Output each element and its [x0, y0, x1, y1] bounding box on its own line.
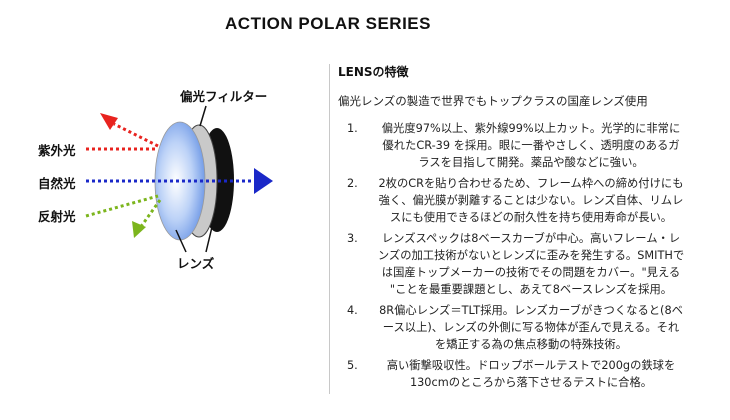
lens-feature-number: 4.	[347, 304, 358, 317]
filter-pointer-line	[199, 105, 207, 127]
lens-feature-line: レンズスペックは8ベースカーブが中心。高いフレーム・レ	[381, 232, 681, 245]
lens-feature-item: 4. 8R偏心レンズ＝TLT採用。レンズカーブがきつくなると(8ベース以上)、レン…	[347, 302, 693, 353]
lens-label: レンズ	[177, 256, 215, 271]
lens-feature-line: 優れたCR-39 を採用。眼に一番やさしく、透明度のあるガ	[382, 139, 680, 152]
lens-features-heading: LENSの特徴	[338, 65, 409, 79]
natural-light-arrowhead	[254, 168, 273, 194]
lens-feature-item: 5. 高い衝撃吸収性。ドロップボールテストで200gの鉄球を 130cmのところから…	[347, 357, 693, 391]
lens-feature-text: 8R偏心レンズ＝TLT採用。レンズカーブがきつくなると(8ベース以上)、レンズの…	[369, 302, 693, 353]
lens-feature-text: 偏光度97%以上、紫外線99%以上カット。光学的に非常に優れたCR-39 を採用…	[369, 120, 693, 171]
lens-feature-number: 3.	[347, 232, 358, 245]
reflected-light-label: 反射光	[38, 209, 76, 224]
lens-feature-line: 偏光度97%以上、紫外線99%以上カット。光学的に非常に	[381, 122, 681, 135]
front-lens	[154, 121, 206, 241]
lens-intro-text: 偏光レンズの製造で世界でもトップクラスの国産レンズ使用	[338, 94, 648, 108]
lens-feature-line: 130cmのところから落下させるテストに合格。	[409, 376, 653, 389]
lens-illustration	[85, 105, 273, 253]
lens-feature-line: を矯正する為の焦点移動の特殊技術。	[434, 338, 628, 351]
lens-feature-line: 強く、偏光膜が剥離することは少ない。レンズ自体、リムレ	[378, 194, 684, 207]
lens-feature-line: ラスを目指して開発。薬品や酸などに強い。	[418, 156, 644, 169]
polarized-lens-diagram: 偏光フィルター 紫外光 自然光 反射光 レンズ	[30, 80, 300, 280]
lens-pointer-line-left	[175, 229, 187, 253]
uv-light-label: 紫外光	[38, 143, 76, 158]
reflected-light-arrowhead	[132, 221, 146, 238]
lens-feature-line: ンズの加工技術がないとレンズに歪みを発生する。SMITHで	[377, 249, 685, 262]
page-title: ACTION POLAR SERIES	[225, 14, 431, 33]
lens-feature-number: 5.	[347, 359, 358, 372]
lens-feature-item: 1. 偏光度97%以上、紫外線99%以上カット。光学的に非常に優れたCR-39 を…	[347, 120, 693, 171]
uv-light-arrowhead	[100, 113, 118, 130]
lens-feature-line: は国産トップメーカーの技術でその問題をカバー。"見える	[381, 266, 681, 279]
lens-feature-line: "ことを最重要課題とし、あえて8ベースレンズを採用。	[389, 283, 673, 296]
lens-feature-line: 8R偏心レンズ＝TLT採用。レンズカーブがきつくなると(8ベ	[379, 304, 683, 317]
lens-feature-number: 1.	[347, 122, 358, 135]
reflected-light-arrow-in	[85, 194, 159, 218]
lens-feature-text: 高い衝撃吸収性。ドロップボールテストで200gの鉄球を 130cmのところから落下…	[369, 357, 693, 391]
lens-feature-line: ース以上)、レンズの外側に写る物体が歪んで見える。それ	[382, 321, 680, 334]
lens-features-list: 1. 偏光度97%以上、紫外線99%以上カット。光学的に非常に優れたCR-39 を…	[347, 120, 693, 395]
lens-pointer-line-right	[205, 226, 213, 253]
lens-feature-item: 3. レンズスペックは8ベースカーブが中心。高いフレーム・レンズの加工技術がないと…	[347, 230, 693, 298]
lens-feature-text: レンズスペックは8ベースカーブが中心。高いフレーム・レンズの加工技術がないとレン…	[369, 230, 693, 298]
lens-feature-text: 2枚のCRを貼り合わせるため、フレーム枠への締め付けにも強く、偏光膜が剥離するこ…	[369, 175, 693, 226]
uv-light-arrow-out	[113, 122, 159, 148]
polarizing-filter-label: 偏光フィルター	[180, 89, 268, 104]
lens-feature-line: スにも使用できるほどの耐久性を持ち使用寿命が長い。	[389, 211, 673, 224]
natural-light-label: 自然光	[38, 176, 76, 191]
lens-feature-item: 2. 2枚のCRを貼り合わせるため、フレーム枠への締め付けにも強く、偏光膜が剥離す…	[347, 175, 693, 226]
section-divider	[329, 64, 330, 394]
lens-feature-line: 高い衝撃吸収性。ドロップボールテストで200gの鉄球を	[386, 359, 676, 372]
lens-feature-number: 2.	[347, 177, 358, 190]
lens-feature-line: 2枚のCRを貼り合わせるため、フレーム枠への締め付けにも	[378, 177, 684, 190]
